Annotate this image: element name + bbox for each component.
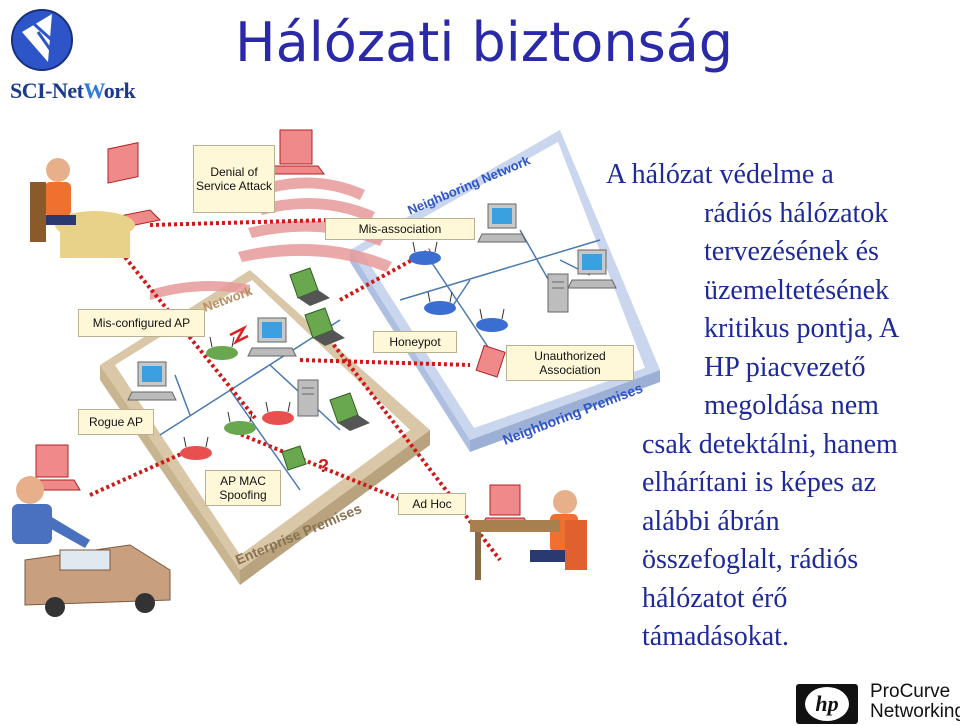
wireless-attacks-diagram: Neighboring Network Neighboring Premises… bbox=[0, 100, 680, 726]
person-icon bbox=[470, 490, 587, 580]
page-title: Hálózati biztonság bbox=[235, 11, 734, 74]
label-ad-hoc: Ad Hoc bbox=[398, 493, 466, 515]
neighboring-cabling bbox=[399, 229, 601, 351]
text-line: csak detektálni, hanem bbox=[642, 428, 898, 460]
label-honeypot: Honeypot bbox=[373, 331, 457, 353]
van-icon bbox=[24, 544, 171, 617]
desktop-icon bbox=[477, 203, 527, 243]
access-point-icon bbox=[206, 336, 238, 360]
laptop-icon bbox=[289, 267, 330, 306]
access-point-icon bbox=[476, 308, 508, 332]
label-unauthorized-association: Unauthorized Association bbox=[506, 345, 634, 381]
lightning-icon bbox=[229, 325, 249, 345]
laptop-icon bbox=[475, 344, 506, 378]
globe-logo-icon bbox=[11, 9, 73, 71]
text-line: kritikus pontja, A bbox=[704, 313, 900, 344]
label-denial-of-service: Denial of Service Attack bbox=[193, 145, 275, 213]
access-point-icon bbox=[224, 411, 256, 435]
person-icon bbox=[30, 158, 135, 258]
question-mark: ? bbox=[318, 456, 329, 476]
text-line: hálózatot érő bbox=[642, 582, 788, 614]
text-line: A hálózat védelme a bbox=[606, 159, 834, 190]
label-misconfigured-ap: Mis-configured AP bbox=[78, 309, 205, 337]
text-line: üzemeltetésének bbox=[704, 274, 890, 306]
label-rogue-ap: Rogue AP bbox=[78, 409, 154, 435]
procurve-brand: ProCurve Networking bbox=[870, 681, 960, 722]
text-line: támadásokat. bbox=[642, 621, 789, 652]
access-point-icon bbox=[424, 291, 456, 315]
laptop-icon bbox=[281, 445, 307, 471]
label-mis-association: Mis-association bbox=[325, 218, 475, 240]
text-line: összefoglalt, rádiós bbox=[642, 544, 859, 575]
person-icon bbox=[12, 476, 90, 548]
server-icon bbox=[297, 379, 319, 417]
laptop-icon bbox=[269, 129, 325, 175]
text-line: rádiós hálózatok bbox=[704, 197, 889, 229]
laptop-icon bbox=[304, 307, 345, 346]
label-ap-mac-spoofing: AP MAC Spoofing bbox=[205, 470, 281, 506]
server-icon bbox=[547, 273, 569, 313]
logo-text: SCI-NetWork bbox=[10, 78, 136, 103]
text-line: tervezésének és bbox=[704, 236, 879, 267]
description-text: A hálózat védelme a rádiós hálózatok ter… bbox=[600, 156, 960, 657]
wireless-waves-icon bbox=[150, 177, 392, 300]
text-line: elhárítani is képes az bbox=[642, 467, 877, 498]
access-point-icon bbox=[180, 436, 212, 460]
access-point-icon bbox=[409, 241, 441, 265]
svg-text:hp: hp bbox=[815, 691, 838, 716]
desktop-icon bbox=[567, 249, 617, 289]
text-line: megoldása nem bbox=[704, 390, 879, 421]
access-point-icon bbox=[262, 401, 294, 425]
text-line: HP piacvezető bbox=[704, 351, 866, 383]
desktop-icon bbox=[127, 361, 177, 401]
desktop-icon bbox=[247, 317, 297, 357]
laptop-icon bbox=[329, 392, 370, 431]
text-line: alábbi ábrán bbox=[642, 505, 780, 537]
hp-logo-icon: hp bbox=[796, 684, 858, 724]
